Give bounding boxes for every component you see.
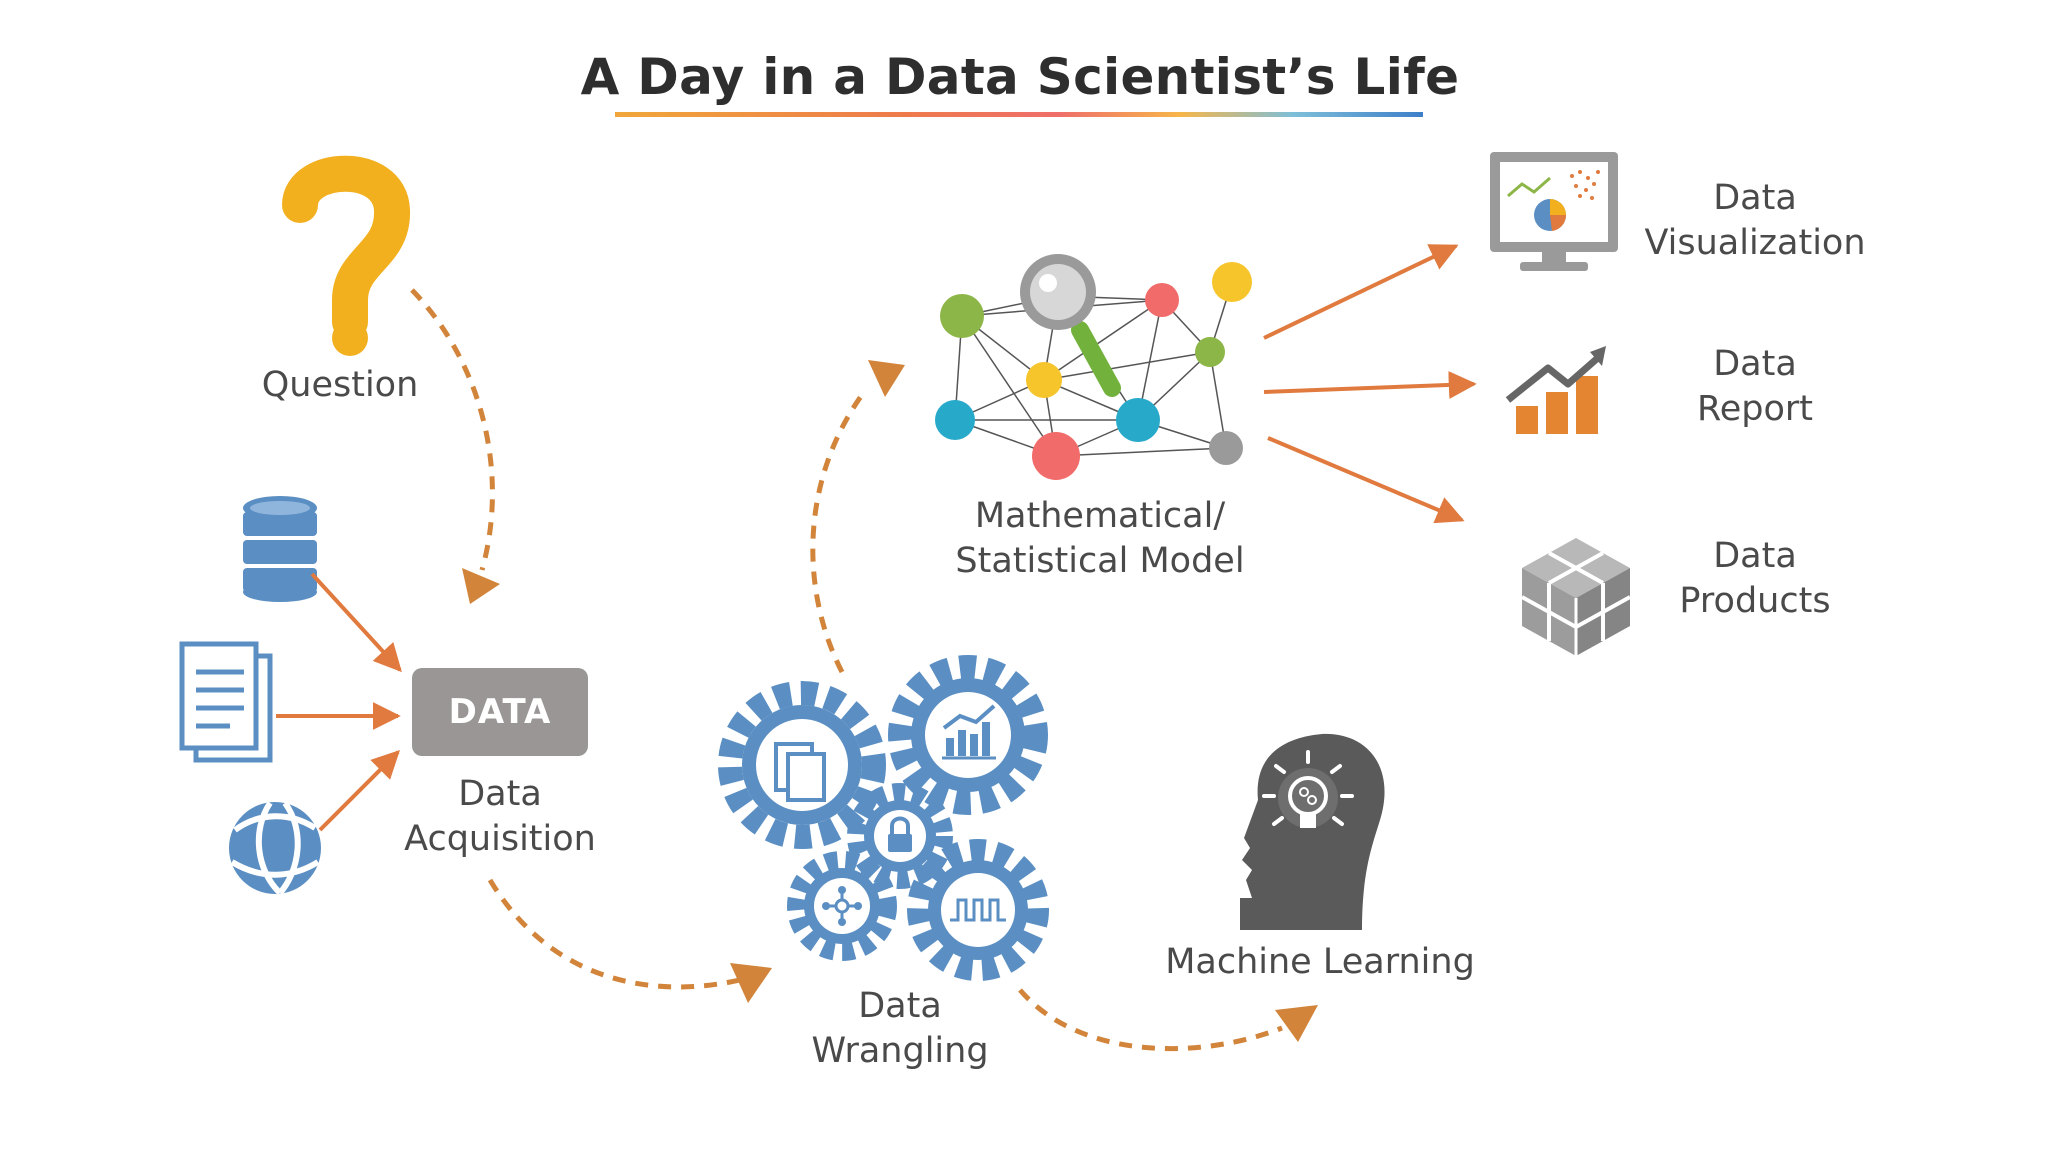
data-box: DATA [412,668,588,756]
data-report-label-line1: Data [1713,344,1797,384]
dashed-arrow-wrangling-to-model [810,360,905,674]
title-underline [615,112,1423,117]
monitor-charts-icon [1490,152,1618,271]
data-wrangling-label-line2: Wrangling [811,1031,989,1071]
dashed-arrow-acquisition-to-wrangling [487,878,772,1003]
arrow-globe-to-data [318,750,400,832]
data-products-label-line1: Data [1713,536,1797,576]
data-acquisition-label: Data Acquisition [390,772,610,862]
data-visualization-label-line2: Visualization [1644,223,1866,263]
data-visualization-label: Data Visualization [1630,176,1880,266]
arrow-model-to-report [1263,370,1477,399]
question-label: Question [261,365,419,405]
dashed-arrow-wrangling-to-ml [1018,988,1318,1052]
data-report-label: Data Report [1630,342,1880,432]
arrow-model-to-products [1267,436,1465,524]
arrow-database-to-data [310,572,402,673]
question-mark-icon [282,155,410,356]
data-acquisition-label-line1: Data [458,774,542,814]
data-visualization-label-line1: Data [1713,178,1797,218]
network-magnifier-icon [935,254,1252,480]
head-lightbulb-icon [1240,733,1385,930]
data-wrangling-label: Data Wrangling [790,984,1010,1074]
model-label-line2: Statistical Model [955,541,1245,581]
arrow-model-to-visualization [1263,244,1459,340]
data-report-label-line2: Report [1696,389,1814,429]
diagram-title: A Day in a Data Scientist’s Life [580,48,1460,106]
gear-signal-icon [907,839,1049,981]
data-wrangling-label-line1: Data [858,986,942,1026]
document-icon [179,641,273,763]
bar-chart-arrow-icon [1505,346,1606,434]
globe-icon [229,801,321,896]
cube-boxes-icon [1521,538,1631,656]
data-acquisition-label-line2: Acquisition [404,819,596,859]
gear-documents-icon [718,681,886,849]
data-products-label: Data Products [1630,534,1880,624]
gear-lock-icon [847,783,953,889]
database-icon [243,496,317,602]
data-products-label-line2: Products [1679,581,1831,621]
model-label-line1: Mathematical/ [974,496,1226,536]
model-label: Mathematical/ Statistical Model [940,494,1260,584]
gear-chart-icon [888,655,1048,815]
machine-learning-label: Machine Learning [1165,942,1475,982]
dashed-arrow-question-to-data [410,288,500,604]
gear-network-icon [787,851,897,961]
